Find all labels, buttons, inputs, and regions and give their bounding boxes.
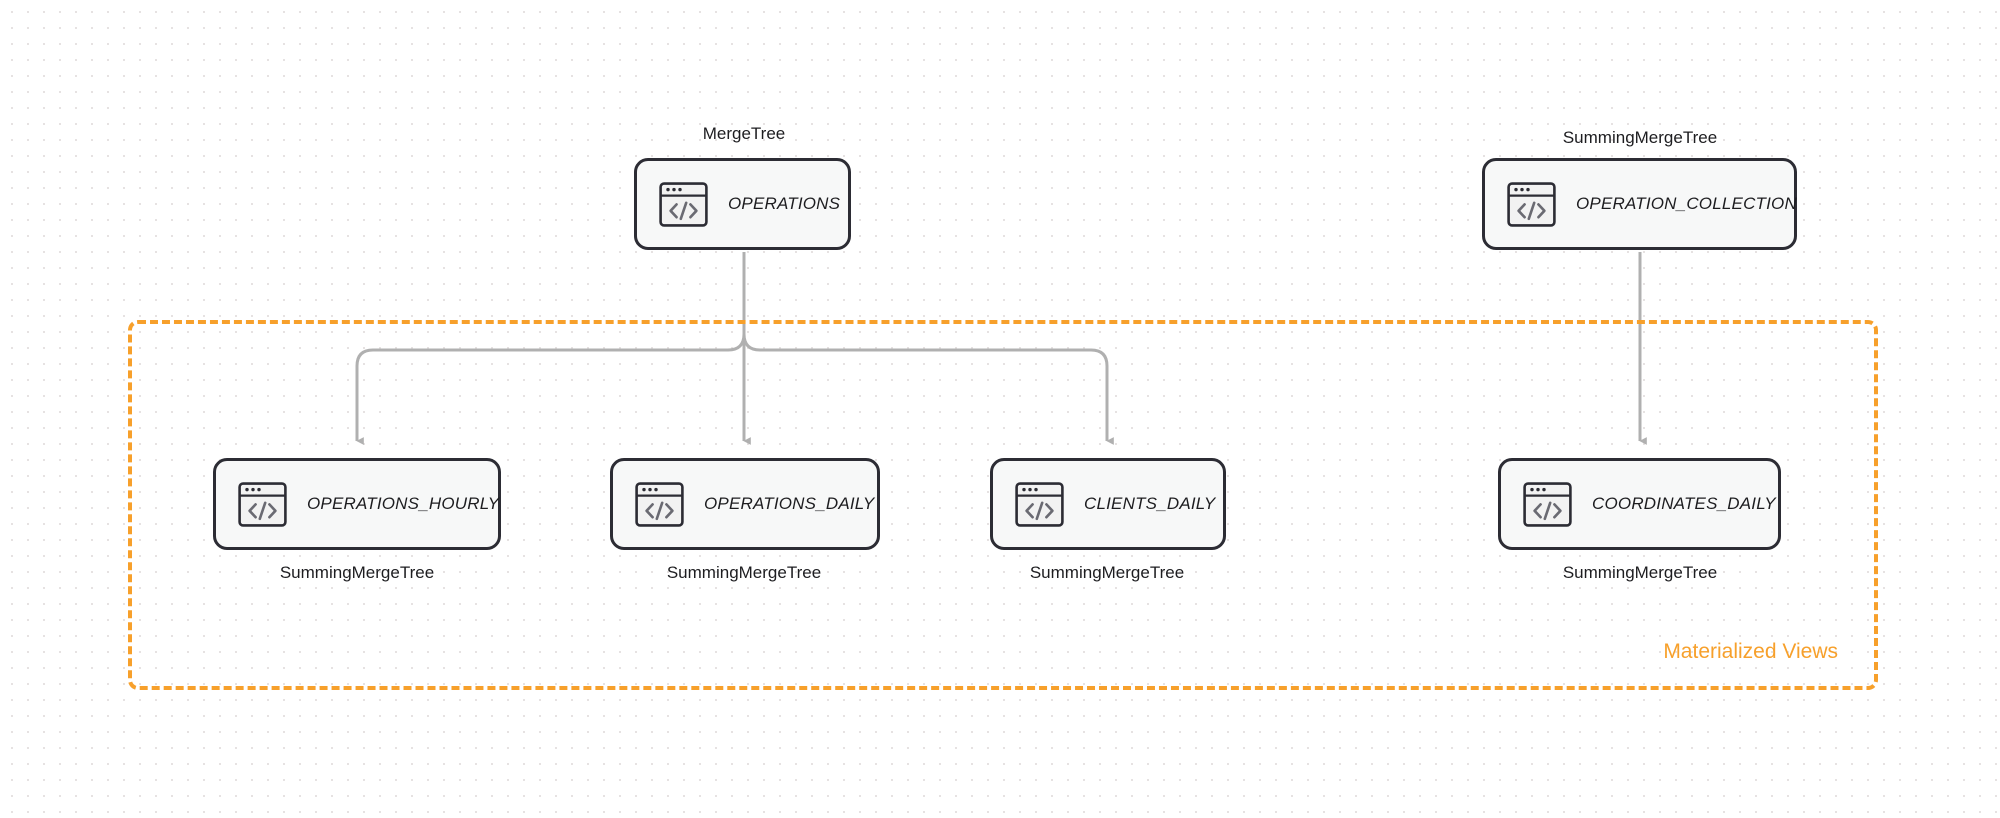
engine-caption-operations-daily: SummingMergeTree	[666, 563, 822, 582]
engine-caption-coordinates-daily: SummingMergeTree	[1562, 563, 1718, 582]
node-operations-hourly-label: OPERATIONS_HOURLY	[307, 494, 500, 513]
node-operations-daily[interactable]: OPERATIONS_DAILY	[610, 458, 880, 550]
node-operations-label: OPERATIONS	[728, 194, 841, 213]
code-window-icon	[659, 181, 708, 227]
node-coordinates-daily-label: COORDINATES_DAILY	[1592, 494, 1776, 513]
node-clients-daily[interactable]: CLIENTS_DAILY	[990, 458, 1226, 550]
node-operations-daily-label: OPERATIONS_DAILY	[704, 494, 875, 513]
node-operations-hourly[interactable]: OPERATIONS_HOURLY	[213, 458, 501, 550]
code-window-icon	[1507, 181, 1556, 227]
node-operations[interactable]: OPERATIONS	[634, 158, 851, 250]
engine-caption-operations: MergeTree	[702, 124, 786, 143]
engine-caption-operations-hourly: SummingMergeTree	[279, 563, 435, 582]
node-coordinates-daily[interactable]: COORDINATES_DAILY	[1498, 458, 1781, 550]
code-window-icon	[238, 481, 287, 527]
node-clients-daily-label: CLIENTS_DAILY	[1084, 494, 1216, 513]
engine-caption-clients-daily: SummingMergeTree	[1029, 563, 1185, 582]
materialized-views-group-label: Materialized Views	[1663, 640, 1838, 663]
node-operation-collection-label: OPERATION_COLLECTION	[1576, 194, 1797, 213]
code-window-icon	[1015, 481, 1064, 527]
code-window-icon	[1523, 481, 1572, 527]
materialized-views-group: Materialized Views	[128, 320, 1878, 690]
engine-caption-operation-collection: SummingMergeTree	[1562, 128, 1718, 147]
code-window-icon	[635, 481, 684, 527]
node-operation-collection[interactable]: OPERATION_COLLECTION	[1482, 158, 1797, 250]
